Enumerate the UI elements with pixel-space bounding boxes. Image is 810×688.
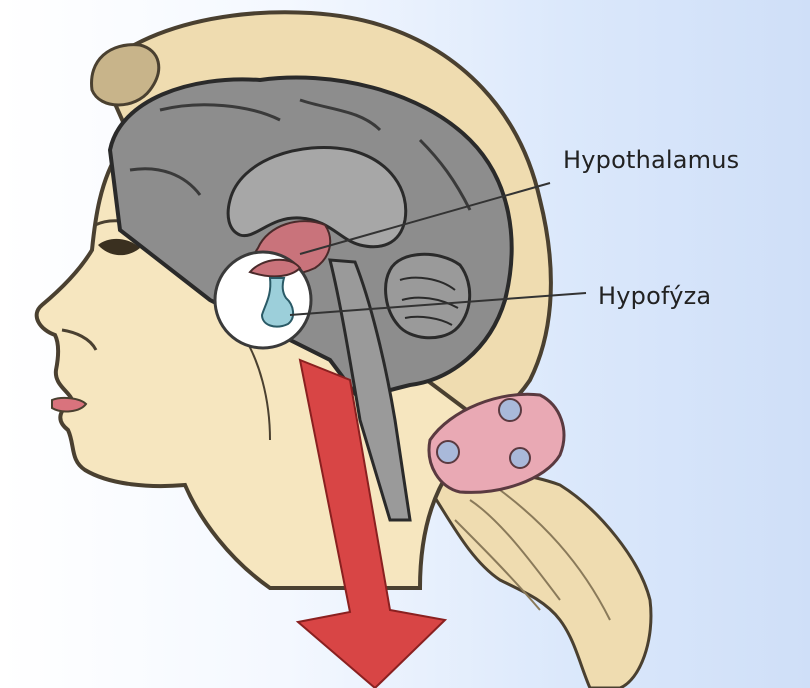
- hypothalamus-label: Hypothalamus: [563, 146, 739, 174]
- ponytail: [430, 470, 651, 688]
- cerebellum: [386, 254, 470, 337]
- hypofyza-label: Hypofýza: [598, 282, 711, 310]
